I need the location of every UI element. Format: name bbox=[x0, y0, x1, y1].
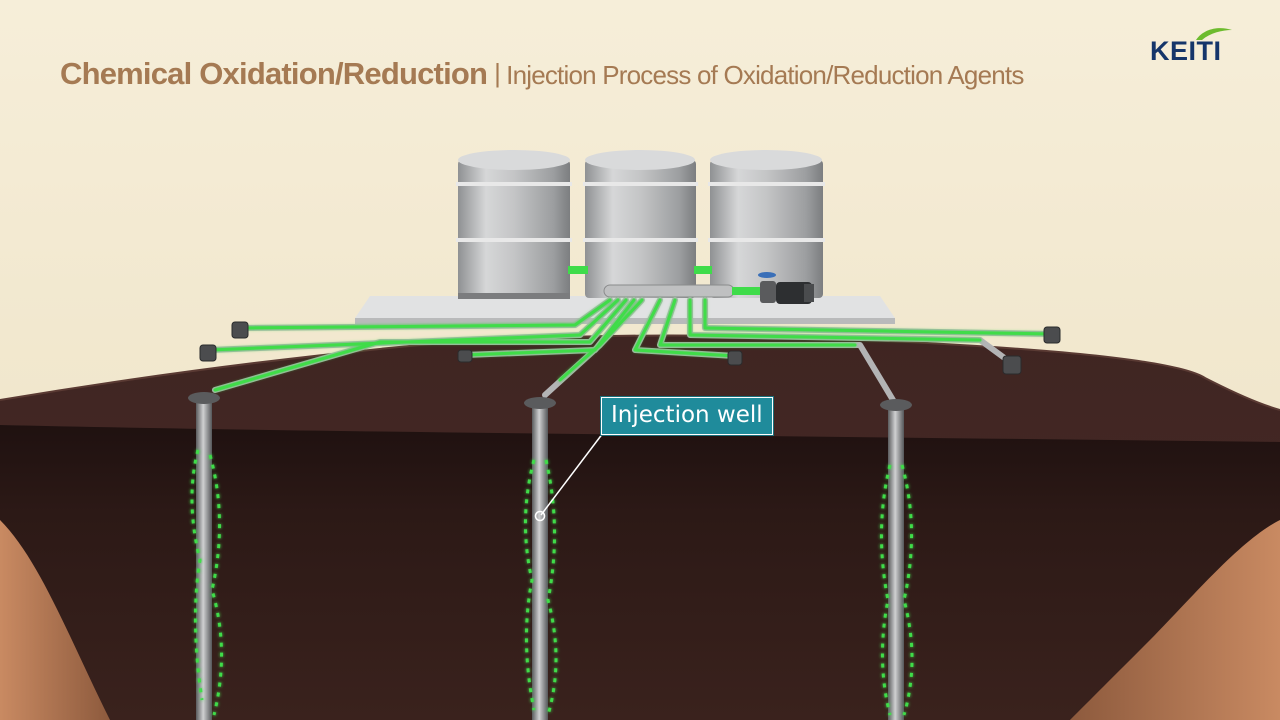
sand-left bbox=[0, 520, 110, 720]
tank-connector bbox=[568, 266, 588, 274]
soil-block bbox=[0, 334, 1280, 720]
leaf-swoosh-icon bbox=[1196, 28, 1232, 40]
wellhead bbox=[199, 344, 217, 362]
valve-handle-icon bbox=[758, 272, 776, 278]
tank-2 bbox=[583, 150, 698, 298]
sand-right bbox=[1070, 520, 1280, 720]
wellheads bbox=[199, 321, 1061, 375]
wellhead bbox=[1043, 326, 1061, 344]
distribution-pipes bbox=[207, 297, 1055, 403]
callout-leader bbox=[534, 432, 604, 522]
wellhead bbox=[1002, 355, 1022, 375]
title-sub: Injection Process of Oxidation/Reduction… bbox=[506, 60, 1024, 90]
injection-well-center bbox=[524, 397, 558, 720]
wellhead bbox=[231, 321, 249, 339]
keiti-logo: KEITI bbox=[1150, 26, 1240, 70]
title-separator: | bbox=[494, 58, 501, 88]
title-main: Chemical Oxidation/Reduction bbox=[60, 56, 488, 91]
tank-3 bbox=[708, 150, 825, 298]
valve bbox=[760, 281, 776, 303]
tank-1 bbox=[456, 150, 572, 299]
injection-wells bbox=[188, 392, 914, 720]
injection-well-label: Injection well bbox=[601, 397, 773, 435]
injection-well-right bbox=[880, 399, 914, 720]
injection-well-left bbox=[188, 392, 223, 720]
page-title: Chemical Oxidation/Reduction|Injection P… bbox=[60, 56, 1024, 92]
wellhead bbox=[457, 349, 473, 363]
manifold-pump-assembly bbox=[603, 272, 814, 304]
wellhead bbox=[727, 350, 743, 366]
storage-tanks bbox=[456, 150, 825, 299]
pump bbox=[776, 282, 812, 304]
tank-connector bbox=[694, 266, 712, 274]
logo-text: KEITI bbox=[1150, 36, 1222, 66]
